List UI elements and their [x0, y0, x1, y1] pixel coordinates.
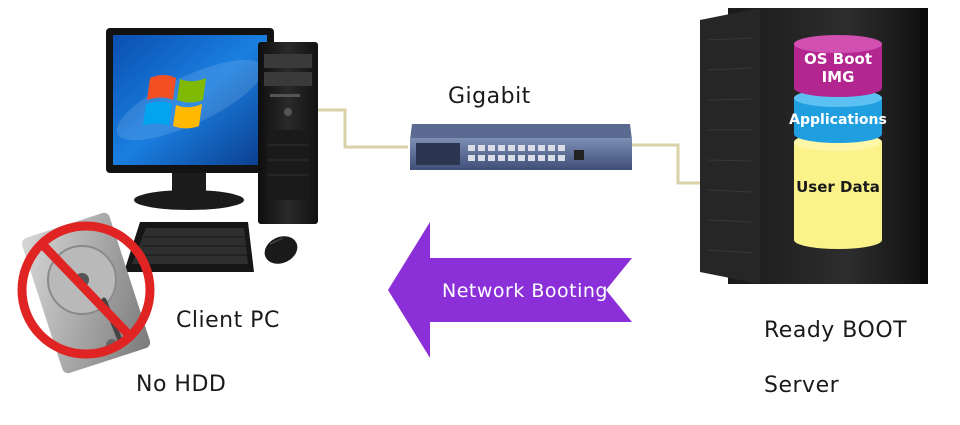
network-switch-icon: [410, 124, 632, 170]
os-boot-layer: OS Boot IMG: [794, 35, 882, 97]
cable-client-to-switch: [305, 108, 408, 149]
prohibited-icon: [17, 221, 155, 359]
applications-label: Applications: [789, 112, 887, 128]
monitor-icon: [106, 28, 274, 210]
os-boot-label-line1: OS Boot: [804, 50, 872, 68]
mouse-icon: [264, 236, 298, 264]
keyboard-icon: [124, 222, 254, 272]
network-booting-arrow: Network Booting: [388, 222, 632, 358]
client-pc-label: Client PC: [176, 308, 280, 333]
user-data-layer: User Data: [794, 133, 882, 249]
os-boot-label-line2: IMG: [822, 68, 855, 86]
windows-logo-icon: [143, 75, 206, 129]
arrow-label: Network Booting: [442, 280, 608, 302]
switch-label: Gigabit: [448, 84, 531, 109]
user-data-label: User Data: [796, 178, 880, 196]
arrow-shape: [388, 222, 632, 358]
pc-tower-icon: [258, 42, 318, 224]
applications-layer: Applications: [789, 89, 887, 143]
server-label-line1: Ready BOOT: [764, 318, 908, 343]
server-label-line2: Server: [764, 373, 840, 398]
no-hdd-label: No HDD: [136, 372, 227, 397]
